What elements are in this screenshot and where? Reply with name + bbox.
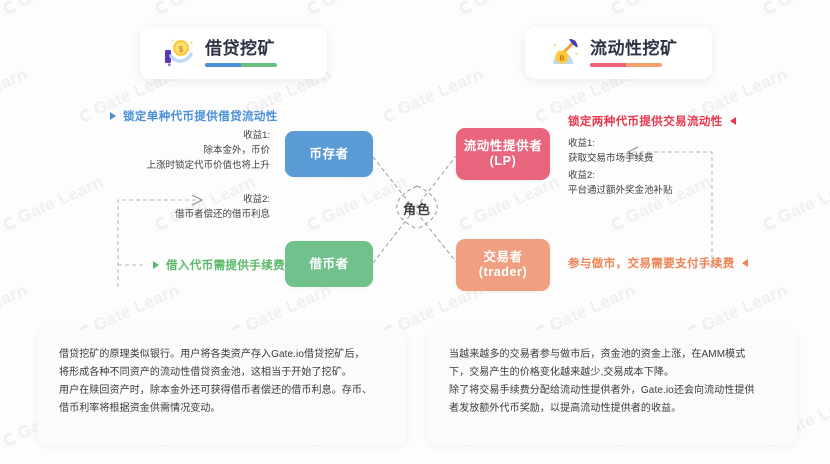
description-liquidity-line-3: 除了将交易手续费分配给流动性提供者外，Gate.io还会向流动性提供	[449, 385, 755, 396]
watermark-logo-icon	[761, 0, 779, 16]
center-role-label: 角色	[402, 201, 431, 217]
role-node-liquidity-provider[interactable]: 流动性提供者 (LP)	[456, 128, 550, 180]
annotation-left-gain1-line1: 除本金外，币价	[203, 145, 270, 156]
triangle-right-icon	[110, 112, 116, 120]
annotation-right-gain1: 收益1: 获取交易市场手续费	[568, 136, 654, 166]
role-node-trader-label: 交易者	[483, 250, 523, 264]
description-lending-line-3: 用户在赎回资产时，除本金外还可获得借币者偿还的借币利息。存币、	[59, 385, 373, 396]
svg-text:B: B	[559, 55, 564, 62]
annotation-left-gain2-label: 收益2:	[243, 194, 270, 205]
watermark-logo-icon	[457, 214, 475, 232]
role-node-borrower[interactable]: 借币者	[285, 241, 373, 287]
description-liquidity-line-1: 当越来越多的交易者参与做市后，资金池的资金上涨，在AMM模式	[449, 349, 746, 360]
role-node-trader[interactable]: 交易者 (trader)	[456, 239, 550, 291]
watermark-text: Gate Learn	[760, 0, 830, 18]
svg-text:$: $	[179, 45, 184, 54]
watermark-text: Gate Learn	[456, 172, 563, 234]
watermark-text: Gate Learn	[0, 172, 107, 234]
role-node-lp-label: 流动性提供者	[463, 139, 543, 153]
annotation-left-gain1-line2: 上涨时锁定代币价值也将上升	[146, 160, 270, 171]
triangle-right-icon	[153, 261, 159, 269]
annotation-left-gain1-label: 收益1:	[243, 130, 270, 141]
watermark-logo-icon	[1, 0, 19, 16]
annotation-left-fee: 借入代币需提供手续费	[153, 257, 285, 273]
watermark-logo-icon	[533, 106, 551, 124]
header-underline-lending	[205, 63, 277, 67]
annotation-left-gain1: 收益1: 除本金外，币价 上涨时锁定代币价值也将上升	[104, 128, 270, 173]
annotation-left-heading-text: 锁定单种代币提供借贷流动性	[123, 111, 278, 123]
role-node-depositor-label: 币存者	[309, 146, 349, 161]
description-liquidity-line-4: 者发放额外代币奖励，以提高流动性提供者的收益。	[449, 403, 682, 414]
annotation-right-gain1-text: 获取交易市场手续费	[568, 153, 654, 164]
header-title-liquidity: 流动性挖矿	[590, 39, 678, 58]
role-node-trader-sublabel: (trader)	[478, 265, 528, 279]
watermark-logo-icon	[609, 0, 627, 16]
coin-hand-icon: $	[165, 39, 193, 66]
watermark-logo-icon	[77, 106, 95, 124]
annotation-right-heading-text: 锁定两种代币提供交易流动性	[568, 116, 723, 128]
annotation-left-fee-text: 借入代币需提供手续费	[166, 260, 285, 272]
role-node-borrower-label: 借币者	[309, 256, 349, 271]
description-lending-line-1: 借贷挖矿的原理类似银行。用户将各类资产存入Gate.io借贷挖矿后，	[59, 349, 365, 360]
watermark-logo-icon	[609, 214, 627, 232]
annotation-left-gain2: 收益2: 借币者偿还的借币利息	[104, 192, 270, 222]
watermark-logo-icon	[761, 214, 779, 232]
watermark-text: Gate Learn	[0, 64, 31, 119]
header-title-lending: 借贷挖矿	[205, 39, 275, 58]
annotation-right-gain2: 收益2: 平台通过额外奖金池补贴	[568, 168, 673, 198]
watermark-logo-icon	[305, 0, 323, 16]
watermark-text: Gate Learn	[304, 0, 411, 18]
watermark-text: Gate Learn	[152, 0, 259, 18]
description-liquidity-line-2: 下，交易产生的价格变化越来越少,交易成本下降。	[449, 367, 675, 378]
description-lending-line-2: 将形成各种不同资产的流动性借贷资金池，这相当于开始了挖矿。	[59, 367, 352, 378]
annotation-right-gain2-label: 收益2:	[568, 170, 595, 181]
watermark-text: Gate Learn	[0, 280, 31, 335]
description-card-lending: 借贷挖矿的原理类似银行。用户将各类资产存入Gate.io借贷挖矿后， 将形成各种…	[37, 330, 407, 445]
watermark-text: Gate Learn	[608, 0, 715, 18]
watermark-logo-icon	[305, 214, 323, 232]
header-card-liquidity-mining[interactable]: B 流动性挖矿	[525, 27, 712, 79]
annotation-right-gain2-text: 平台通过额外奖金池补贴	[568, 185, 673, 196]
watermark-logo-icon	[1, 214, 19, 232]
watermark-logo-icon	[457, 0, 475, 16]
triangle-left-icon	[741, 259, 748, 267]
annotation-left-gain2-text: 借币者偿还的借币利息	[174, 209, 270, 220]
annotation-right-gain1-label: 收益1:	[568, 138, 595, 149]
annotation-right-fee: 参与做市，交易需要支付手续费	[568, 255, 748, 271]
watermark-logo-icon	[381, 106, 399, 124]
watermark-logo-icon	[153, 0, 171, 16]
triangle-left-icon	[729, 117, 736, 125]
watermark-logo-icon	[1, 430, 19, 448]
role-node-depositor[interactable]: 币存者	[285, 131, 373, 177]
pickaxe-coin-icon: B	[553, 38, 578, 64]
annotation-left-heading: 锁定单种代币提供借贷流动性	[110, 108, 278, 124]
watermark-text: Gate Learn	[380, 64, 487, 126]
watermark-text: Gate Learn	[0, 0, 107, 18]
role-node-lp-sublabel: (LP)	[489, 154, 517, 168]
description-lending-line-4: 借币利率将根据资金供需情况变动。	[59, 403, 221, 414]
watermark-text: Gate Learn	[760, 172, 830, 234]
header-underline-liquidity	[590, 63, 662, 67]
annotation-right-fee-text: 参与做市，交易需要支付手续费	[568, 258, 735, 270]
description-card-liquidity: 当越来越多的交易者参与做市后，资金池的资金上涨，在AMM模式 下，交易产生的价格…	[427, 330, 797, 445]
header-card-lending-mining[interactable]: $ 借贷挖矿	[140, 27, 327, 79]
watermark-text: Gate Learn	[456, 0, 563, 18]
annotation-right-heading: 锁定两种代币提供交易流动性	[568, 113, 736, 129]
